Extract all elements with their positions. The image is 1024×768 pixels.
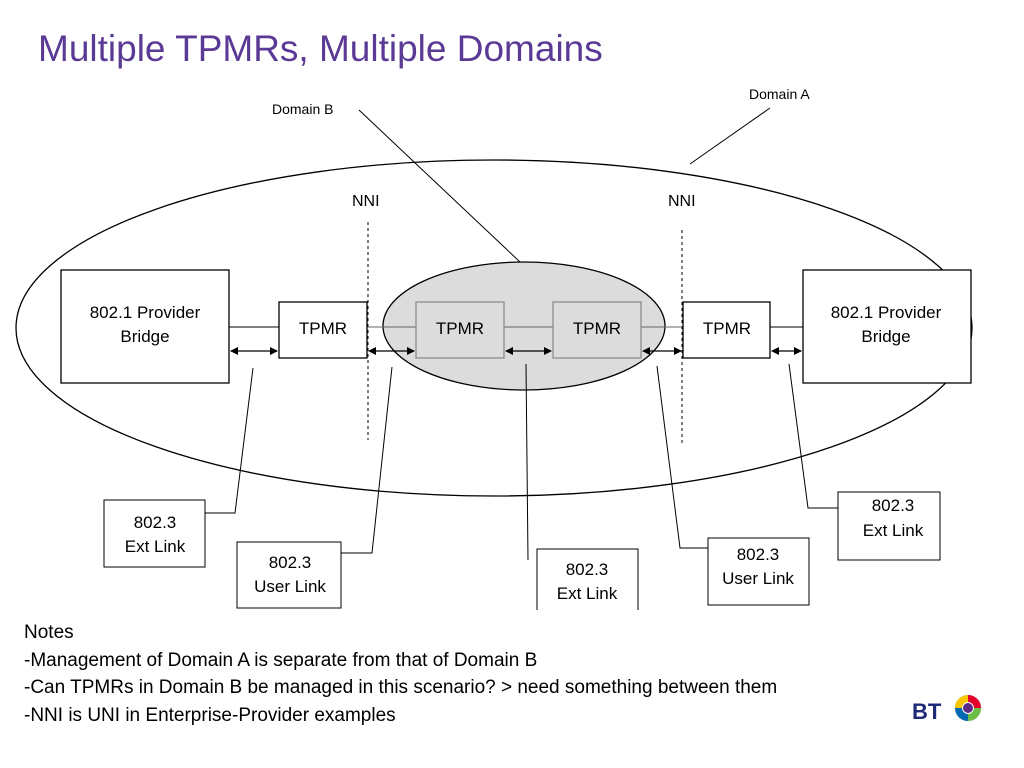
provider-bridge-right xyxy=(802,269,972,384)
link-box-ext-center xyxy=(536,548,639,610)
leader-ext-link-center xyxy=(525,363,529,561)
link-box-user-left-line2: User Link xyxy=(254,577,326,596)
notes-item: -Management of Domain A is separate from… xyxy=(24,649,538,671)
leader-user-link-left xyxy=(341,366,393,554)
link-box-ext-left xyxy=(103,499,206,568)
tpmr-domain-b-left xyxy=(415,301,505,359)
provider-bridge-right-line1: 802.1 Provider xyxy=(831,303,942,322)
provider-bridge-left-line2: Bridge xyxy=(120,327,169,346)
link-box-user-left-line1: 802.3 xyxy=(269,553,312,572)
link-box-user-right xyxy=(707,537,810,606)
tpmr-domain-b-right xyxy=(552,301,642,359)
notes-heading: Notes xyxy=(24,622,74,643)
provider-bridge-right-line2: Bridge xyxy=(861,327,910,346)
leader-ext-link-left xyxy=(205,367,254,514)
slide-title: Multiple TPMRs, Multiple Domains xyxy=(38,28,603,69)
tpmr-domain-a-left-label: TPMR xyxy=(299,319,347,338)
nni-right-label: NNI xyxy=(668,193,696,210)
link-box-ext-right-line2: Ext Link xyxy=(863,521,924,540)
bt-piper-globe-icon xyxy=(954,694,982,722)
link-box-ext-left-line2: Ext Link xyxy=(125,537,186,556)
link-box-user-right-line1: 802.3 xyxy=(737,545,780,564)
nni-left-label: NNI xyxy=(352,193,380,210)
tpmr-domain-a-left xyxy=(278,301,368,359)
domain-a-label: Domain A xyxy=(749,86,810,102)
link-box-ext-left-line1: 802.3 xyxy=(134,513,177,532)
domain-a-ellipse xyxy=(15,159,973,497)
tpmr-domain-b-left-label: TPMR xyxy=(436,319,484,338)
link-box-ext-center-line1: 802.3 xyxy=(566,560,609,579)
link-box-user-left xyxy=(236,541,342,609)
tpmr-domain-a-right-label: TPMR xyxy=(703,319,751,338)
link-box-ext-right xyxy=(837,491,941,561)
notes-item: -Can TPMRs in Domain B be managed in thi… xyxy=(24,677,778,698)
link-box-ext-center-line2: Ext Link xyxy=(557,584,618,603)
leader-user-link-right xyxy=(656,365,708,549)
leader-ext-link-right xyxy=(788,363,838,509)
notes-section: Notes -Management of Domain A is separat… xyxy=(24,619,777,729)
provider-bridge-left-line1: 802.1 Provider xyxy=(90,303,201,322)
tpmr-domain-b-right-label: TPMR xyxy=(573,319,621,338)
tpmr-domain-a-right xyxy=(682,301,771,359)
bt-logo: BT xyxy=(912,694,982,724)
domain-b-label: Domain B xyxy=(272,101,333,117)
domain-a-callout-line xyxy=(689,107,771,165)
bt-logo-text: BT xyxy=(912,699,942,724)
network-diagram: Domain A Domain B NNI NNI 802.1 Provider… xyxy=(15,86,973,610)
leader-lines xyxy=(205,363,838,561)
domain-b-callout-line xyxy=(358,109,521,263)
provider-bridge-left xyxy=(60,269,230,384)
notes-item: -NNI is UNI in Enterprise-Provider examp… xyxy=(24,704,396,726)
link-box-ext-right-line1: 802.3 xyxy=(872,496,915,515)
link-box-user-right-line2: User Link xyxy=(722,569,794,588)
